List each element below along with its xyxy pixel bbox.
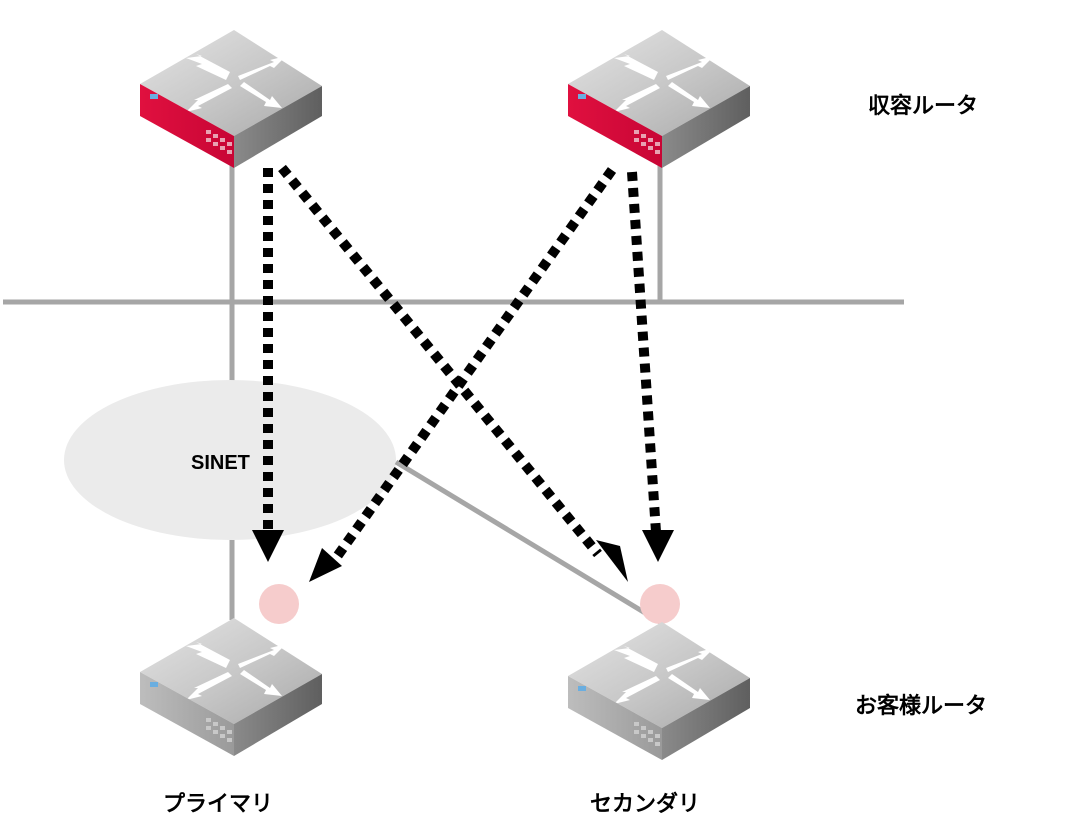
arrowhead-r2-primary bbox=[309, 548, 342, 582]
upstream-router-1 bbox=[140, 30, 322, 168]
sinet-label: SINET bbox=[191, 452, 250, 474]
path-r2-to-primary bbox=[331, 167, 617, 561]
secondary-router-link bbox=[394, 459, 662, 625]
port-grid bbox=[206, 130, 232, 154]
customer-router-secondary bbox=[568, 622, 750, 760]
sinet-cloud bbox=[64, 380, 396, 540]
arrowhead-r1-primary bbox=[252, 530, 284, 562]
customer-routers-label: お客様ルータ bbox=[855, 694, 988, 719]
arrowhead-r2-secondary bbox=[642, 530, 674, 562]
upstream-routers-label: 収容ルータ bbox=[868, 94, 979, 119]
status-led bbox=[578, 686, 586, 691]
port-grid bbox=[634, 130, 660, 154]
primary-endpoint-marker bbox=[259, 584, 299, 624]
port-grid bbox=[634, 722, 660, 746]
arrowhead-r1-secondary bbox=[596, 540, 628, 582]
port-grid bbox=[206, 718, 232, 742]
primary-label: プライマリ bbox=[163, 792, 274, 817]
customer-router-primary bbox=[140, 618, 322, 756]
status-led bbox=[578, 94, 586, 99]
status-led bbox=[150, 94, 158, 99]
upstream-router-2 bbox=[568, 30, 750, 168]
path-r2-to-secondary bbox=[627, 171, 661, 533]
secondary-endpoint-marker bbox=[640, 584, 680, 624]
secondary-label: セカンダリ bbox=[590, 792, 701, 817]
status-led bbox=[150, 682, 158, 687]
path-r1-to-secondary bbox=[278, 164, 602, 558]
